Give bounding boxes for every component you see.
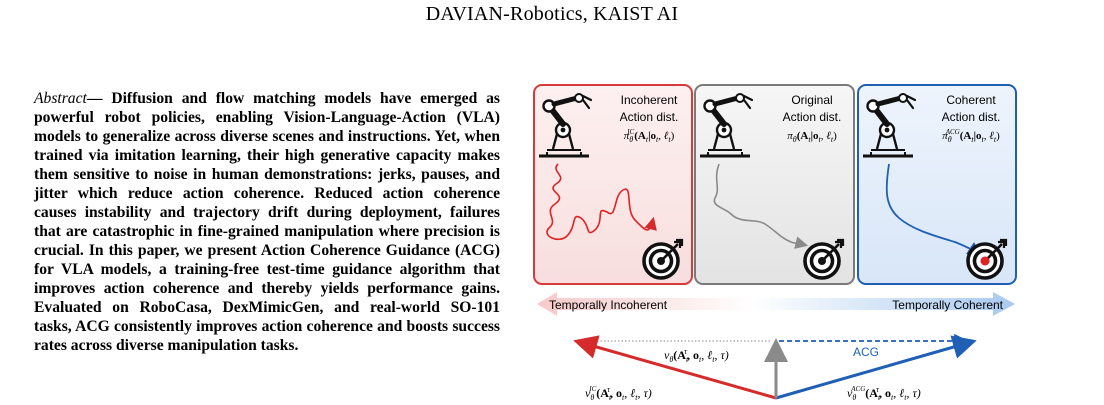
panel-line2: Action dist. xyxy=(942,110,1001,124)
vector-acg-formula: vθACG(Atτ, ot, ℓt, τ) xyxy=(847,385,921,402)
abstract-paragraph: Abstract— Diffusion and flow matching mo… xyxy=(34,89,500,355)
panel-line2: Action dist. xyxy=(783,110,842,124)
panel-line1: Incoherent xyxy=(621,93,678,107)
spectrum-left-label: Temporally Incoherent xyxy=(549,298,668,312)
panel-line1: Original xyxy=(791,93,832,107)
panel-coherent: Coherent Action dist. πθACG(At|ot, ℓt) xyxy=(857,84,1017,285)
incoherent-trajectory xyxy=(546,163,657,241)
coherence-spectrum-arrow xyxy=(537,292,1015,316)
policy-formula-orig: πθ(At|ot, ℓt) xyxy=(787,130,837,144)
coherent-trajectory xyxy=(885,163,982,256)
policy-formula-ic: πθIC(At|ot, ℓt) xyxy=(624,128,675,144)
original-trajectory xyxy=(713,163,809,249)
vector-original-formula: vθ(Atτ, ot, ℓt, τ) xyxy=(664,347,729,364)
vector-ic-arrow xyxy=(573,335,777,400)
acg-figure: Incoherent Action dist. πθIC(At|ot, ℓt) … xyxy=(533,84,1017,402)
target-hit-marker xyxy=(980,256,990,266)
abstract-dash: — xyxy=(86,90,112,107)
panel-line2: Action dist. xyxy=(620,110,679,124)
vector-ic-formula: vθIC(Atτ, ot, ℓt, τ) xyxy=(585,385,652,402)
policy-formula-acg: πθACG(At|ot, ℓt) xyxy=(942,128,1000,144)
panel-incoherent: Incoherent Action dist. πθIC(At|ot, ℓt) xyxy=(533,84,693,285)
affiliation: DAVIAN-Robotics, KAIST AI xyxy=(425,3,679,25)
panel-line1: Coherent xyxy=(946,93,996,107)
spectrum-right-label: Temporally Coherent xyxy=(892,298,1003,312)
panel-original: Original Action dist. πθ(At|ot, ℓt) xyxy=(694,84,855,285)
abstract-text: Diffusion and flow matching models have … xyxy=(34,90,500,354)
acg-label: ACG xyxy=(853,345,879,359)
abstract-lead: Abstract xyxy=(34,90,87,107)
vector-acg-arrow xyxy=(775,335,977,400)
